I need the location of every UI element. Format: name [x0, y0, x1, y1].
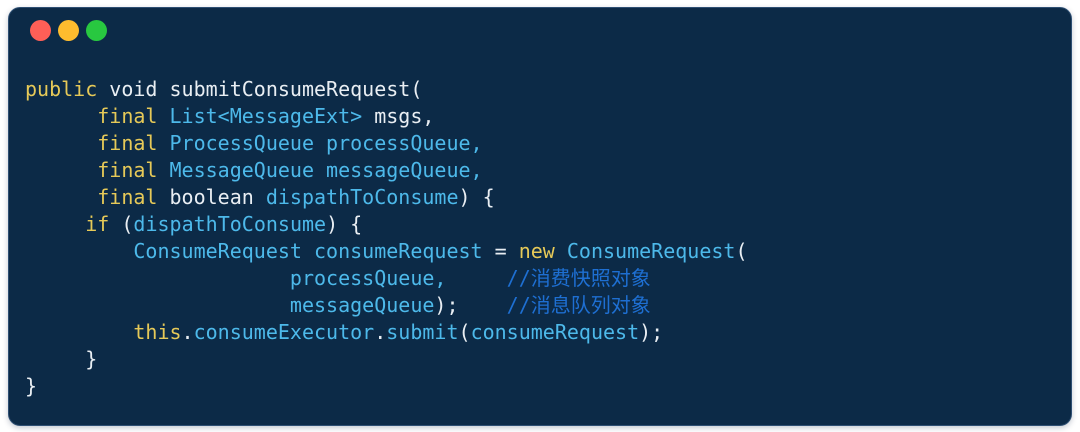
code-line: } [25, 374, 38, 398]
code-line: final ProcessQueue processQueue, [97, 131, 483, 155]
code-line: this.consumeExecutor.submit(consumeReque… [133, 320, 664, 344]
code-line: public void submitConsumeRequest( [25, 77, 423, 101]
code-line: messageQueue); //消息队列对象 [289, 293, 651, 317]
close-button[interactable] [30, 20, 51, 41]
code-line: ConsumeRequest consumeRequest = new Cons… [133, 239, 748, 263]
code-line: processQueue, //消费快照对象 [289, 266, 651, 290]
code-editor: public void submitConsumeRequest( final … [25, 76, 1067, 400]
zoom-button[interactable] [86, 20, 107, 41]
window-controls [30, 20, 107, 41]
code-line: } [25, 347, 98, 371]
minimize-button[interactable] [58, 20, 79, 41]
code-window: public void submitConsumeRequest( final … [8, 7, 1072, 426]
code-line: if (dispathToConsume) { [85, 212, 363, 236]
code-line: final List<MessageExt> msgs, [97, 104, 435, 128]
code-line: final MessageQueue messageQueue, [97, 158, 483, 182]
code-line: final boolean dispathToConsume) { [97, 185, 495, 209]
